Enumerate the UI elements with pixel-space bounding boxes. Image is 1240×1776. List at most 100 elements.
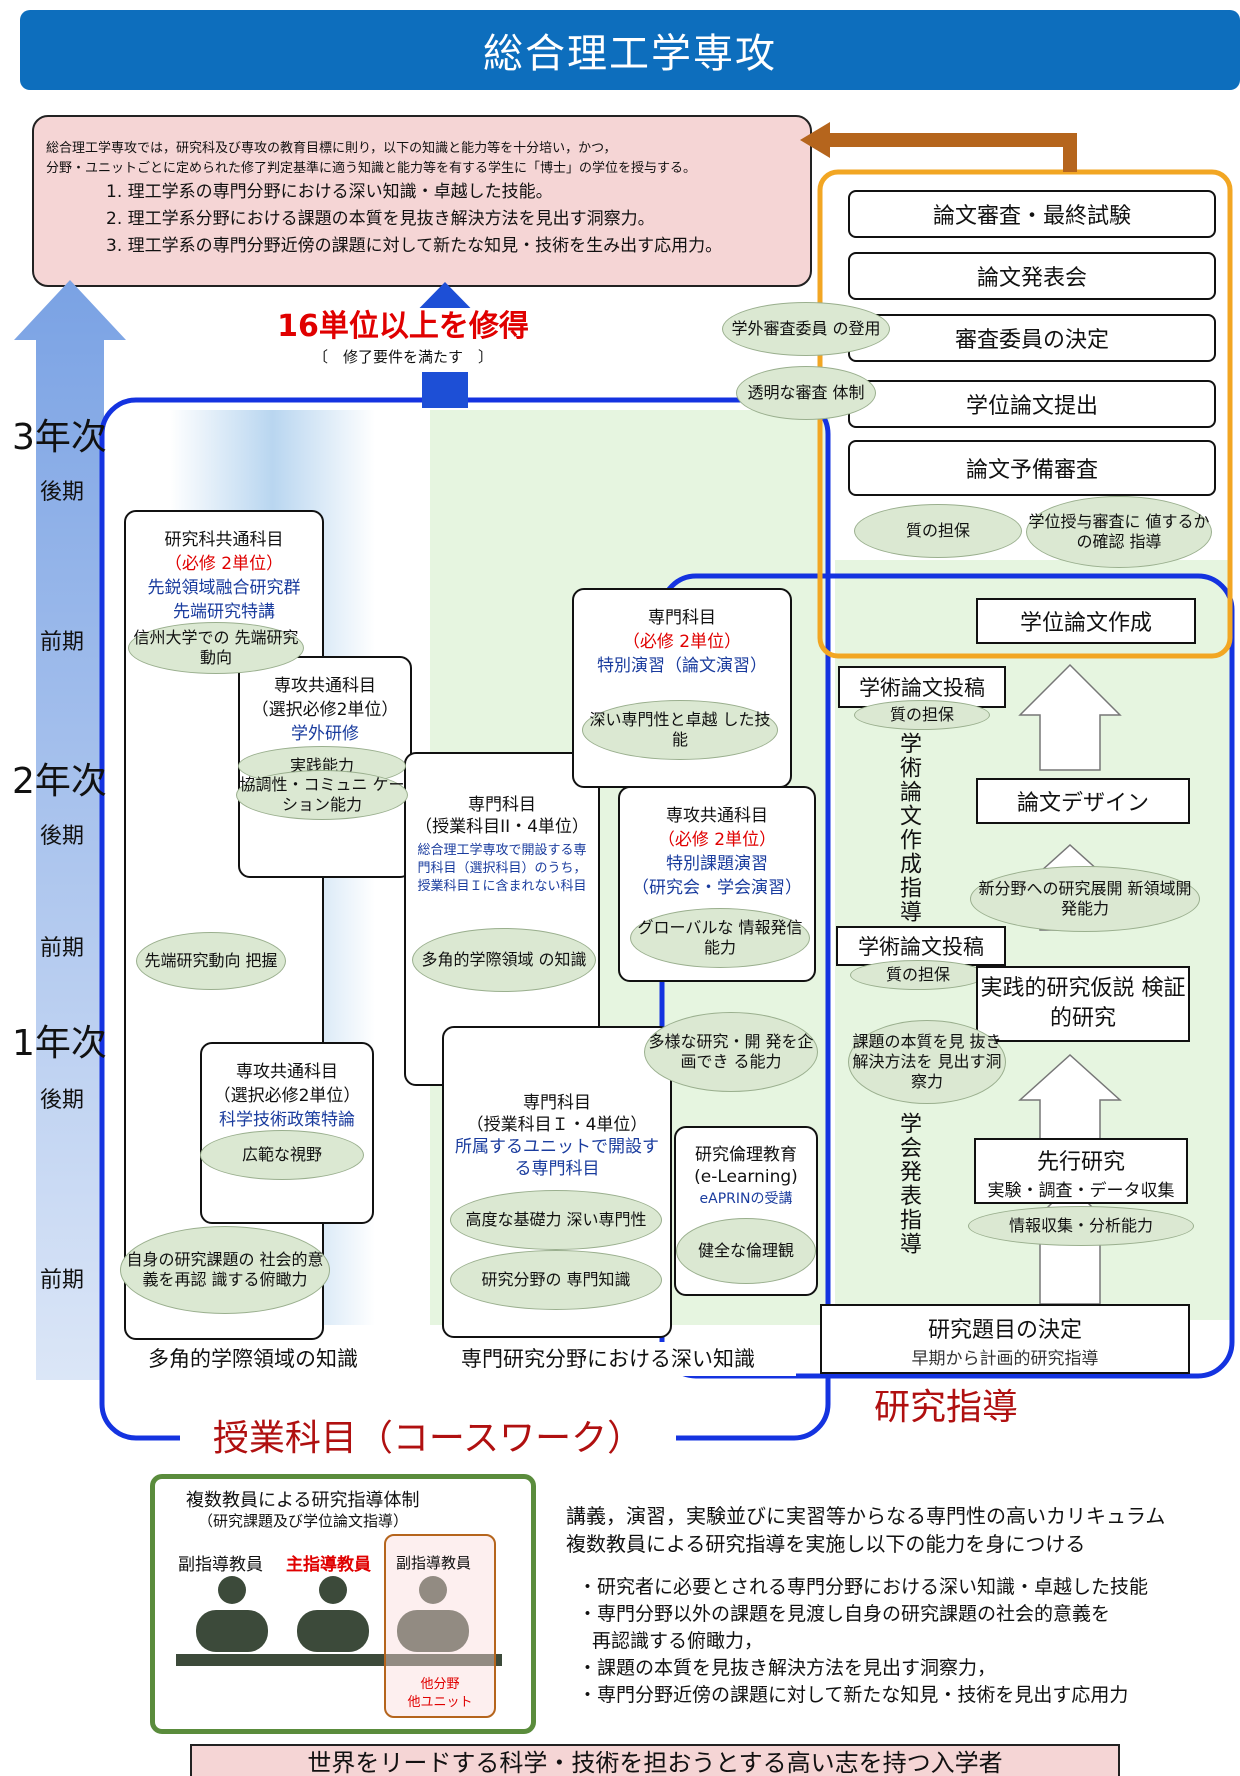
other-field-note: 他分野 他ユニット	[384, 1676, 496, 1712]
quality-tag: 質の担保	[854, 504, 1022, 558]
course-name: 所属するユニットで開設する専門科目	[455, 1137, 659, 1179]
page-title: 総合理工学専攻	[20, 10, 1240, 90]
summary-block: 講義，演習，実験並びに実習等からなる専門性の高いカリキュラム 複数教員による研究…	[566, 1502, 1165, 1558]
term-label: 後期	[40, 824, 85, 849]
course-name: （研究会・学会演習）	[632, 878, 802, 898]
other-field-text: 他分野	[420, 1677, 460, 1692]
research-topic-title: 研究題目の決定	[927, 1318, 1082, 1343]
insight-tag: 課題の本質を見 抜き解決方法を 見出す洞察力	[848, 1020, 1006, 1104]
course-req: （選択必修2単位）	[213, 1086, 361, 1106]
other-field-advisor-box	[384, 1534, 496, 1718]
skill-tag: 信州大学での 先端研究動向	[128, 622, 304, 674]
summary-bullet: ・専門分野以外の課題を見渡し自身の研究課題の社会的意義を	[578, 1603, 1111, 1625]
year-3-label: 3年次	[12, 417, 107, 458]
course-title: 専攻共通科目	[236, 1062, 338, 1082]
coursework-label: 授業科目（コースワーク）	[180, 1412, 676, 1466]
year-1-label: 1年次	[12, 1023, 107, 1064]
summary-bullets: ・研究者に必要とされる専門分野における深い知識・卓越した技能 ・専門分野以外の課…	[578, 1574, 1148, 1709]
course-title: 専攻共通科目	[274, 676, 376, 696]
research-guidance-label: 研究指導	[848, 1382, 1044, 1434]
conference-guidance-label: 学会発表指導	[896, 1112, 921, 1256]
summary-bullet: ・研究者に必要とされる専門分野における深い知識・卓越した技能	[578, 1576, 1149, 1598]
transparent-review-tag: 透明な審査 体制	[736, 366, 876, 420]
progress-arrow	[14, 280, 126, 1380]
credits-sub: 〔 修了要件を満たす 〕	[312, 348, 493, 366]
orange-arrow-head	[800, 122, 830, 158]
presentation-step: 論文発表会	[848, 252, 1216, 300]
course-req: （選択必修2単位）	[251, 700, 399, 720]
skill-tag: 研究分野の 専門知識	[450, 1250, 662, 1310]
course-name: 科学技術政策特論	[219, 1110, 355, 1130]
course-title: 専攻共通科目	[666, 806, 768, 826]
specialty-label: 専門研究分野における深い知識	[420, 1342, 796, 1376]
diploma-policy-box: 総合理工学専攻では，研究科及び専攻の教育目標に則り，以下の知識と能力等を十分培い…	[32, 115, 812, 287]
interdisciplinary-label: 多角的学際領域の知識	[120, 1342, 386, 1376]
examiner-decision-step: 審査委員の決定	[848, 314, 1216, 362]
term-label: 前期	[40, 1268, 85, 1293]
hypothesis-research-step: 実践的研究仮説 検証的研究	[976, 966, 1190, 1042]
course-name: 特別課題演習	[666, 854, 768, 874]
summary-bullet: 再認識する俯瞰力，	[592, 1630, 764, 1652]
goal-line-1: 総合理工学専攻では，研究科及び専攻の教育目標に則り，以下の知識と能力等を十分培い…	[46, 141, 617, 156]
new-field-tag: 新分野への研究展開 新領域開発能力	[970, 866, 1200, 932]
other-unit-text: 他ユニット	[407, 1695, 473, 1710]
course-title: 専門科目	[648, 608, 716, 628]
thesis-writing-step: 学位論文作成	[976, 598, 1196, 644]
term-label: 前期	[40, 936, 85, 961]
faculty-title: 複数教員による研究指導体制	[186, 1490, 420, 1511]
faculty-box	[150, 1474, 536, 1734]
info-analysis-tag: 情報収集・分析能力	[968, 1206, 1194, 1246]
goal-item: 1. 理工学系の専門分野における深い知識・卓越した技能。	[106, 182, 553, 202]
course-name: 先端研究特講	[173, 602, 275, 622]
prior-research-step: 先行研究 実験・調査・データ収集	[974, 1138, 1188, 1204]
degree-check-tag: 学位授与審査に 値するかの確認 指導	[1026, 496, 1212, 568]
course-title: 研究倫理教育	[695, 1145, 797, 1165]
course-title: 研究科共通科目	[164, 530, 284, 550]
course-req: （必修 2単位）	[622, 632, 742, 652]
course-name: 先鋭領域融合研究群	[147, 578, 301, 598]
research-topic-sub: 早期から計画的研究指導	[911, 1349, 1099, 1369]
skill-tag: 健全な倫理観	[676, 1218, 816, 1284]
course-req: （必修 2単位）	[657, 830, 777, 850]
skill-tag: 協調性・コミュニ ケーション能力	[236, 770, 408, 820]
credits-main: 16単位以上を修得	[277, 309, 529, 344]
prior-research-sub: 実験・調査・データ収集	[987, 1181, 1175, 1201]
course-sub: (e-Learning)	[694, 1167, 798, 1187]
term-label: 前期	[40, 630, 85, 655]
external-examiner-tag: 学外審査委員 の登用	[722, 302, 890, 356]
skill-tag: 広範な視野	[200, 1130, 364, 1180]
prior-research-title: 先行研究	[1036, 1150, 1125, 1175]
summary-line: 講義，演習，実験並びに実習等からなる専門性の高いカリキュラム	[566, 1504, 1166, 1528]
course-name: 特別演習（論文演習）	[597, 656, 767, 676]
goal-line-2: 分野・ユニットごとに定められた修了判定基準に適う知識と能力等を有する学生に「博士…	[46, 161, 697, 176]
course-name: eAPRINの受講	[699, 1191, 793, 1207]
course-req: （必修 2単位）	[164, 554, 284, 574]
course-name: 学外研修	[291, 724, 359, 744]
term-label: 後期	[40, 1088, 85, 1113]
vice-advisor-label: 副指導教員	[396, 1554, 472, 1572]
summary-line: 複数教員による研究指導を実施し以下の能力を身につける	[566, 1532, 1086, 1556]
skill-tag: 先端研究動向 把握	[136, 932, 286, 990]
admission-policy-box: 世界をリードする科学・技術を担おうとする高い志を持つ入学者	[190, 1744, 1120, 1776]
skill-tag: グローバルな 情報発信能力	[630, 908, 810, 968]
goal-item: 3. 理工学系の専門分野近傍の課題に対して新たな知見・技術を生み出す応用力。	[106, 236, 723, 256]
skill-tag: 高度な基礎力 深い専門性	[450, 1190, 662, 1250]
goal-item: 2. 理工学系分野における課題の本質を見抜き解決方法を見出す洞察力。	[106, 209, 655, 229]
skill-tag: 多角的学際領域 の知識	[412, 928, 596, 992]
research-topic-step: 研究題目の決定 早期から計画的研究指導	[820, 1304, 1190, 1374]
skill-tag: 自身の研究課題の 社会的意義を再認 識する俯瞰力	[120, 1226, 330, 1314]
course-title: 専門科目	[468, 795, 536, 815]
quality-tag: 質の担保	[850, 960, 986, 990]
credits-box: 16単位以上を修得 〔 修了要件を満たす 〕	[228, 308, 578, 372]
thesis-submission-step: 学位論文提出	[848, 380, 1216, 428]
course-desc: 総合理工学専攻で開設する専門科目（選択科目）のうち，授業科目Ｉに含まれない科目	[417, 843, 587, 894]
skill-tag: 多様な研究・開 発を企画でき る能力	[644, 1012, 818, 1092]
course-req: （授業科目Ｉ・4単位）	[466, 1115, 648, 1135]
vice-advisor-label: 副指導教員	[178, 1555, 263, 1575]
main-advisor-label: 主指導教員	[286, 1555, 371, 1575]
skill-tag: 深い専門性と卓越 した技能	[582, 700, 778, 760]
final-exam-step: 論文審査・最終試験	[848, 190, 1216, 238]
term-label: 後期	[40, 480, 85, 505]
summary-bullet: ・課題の本質を見抜き解決方法を見出す洞察力，	[578, 1657, 997, 1679]
faculty-sub: （研究課題及び学位論文指導）	[198, 1512, 409, 1530]
